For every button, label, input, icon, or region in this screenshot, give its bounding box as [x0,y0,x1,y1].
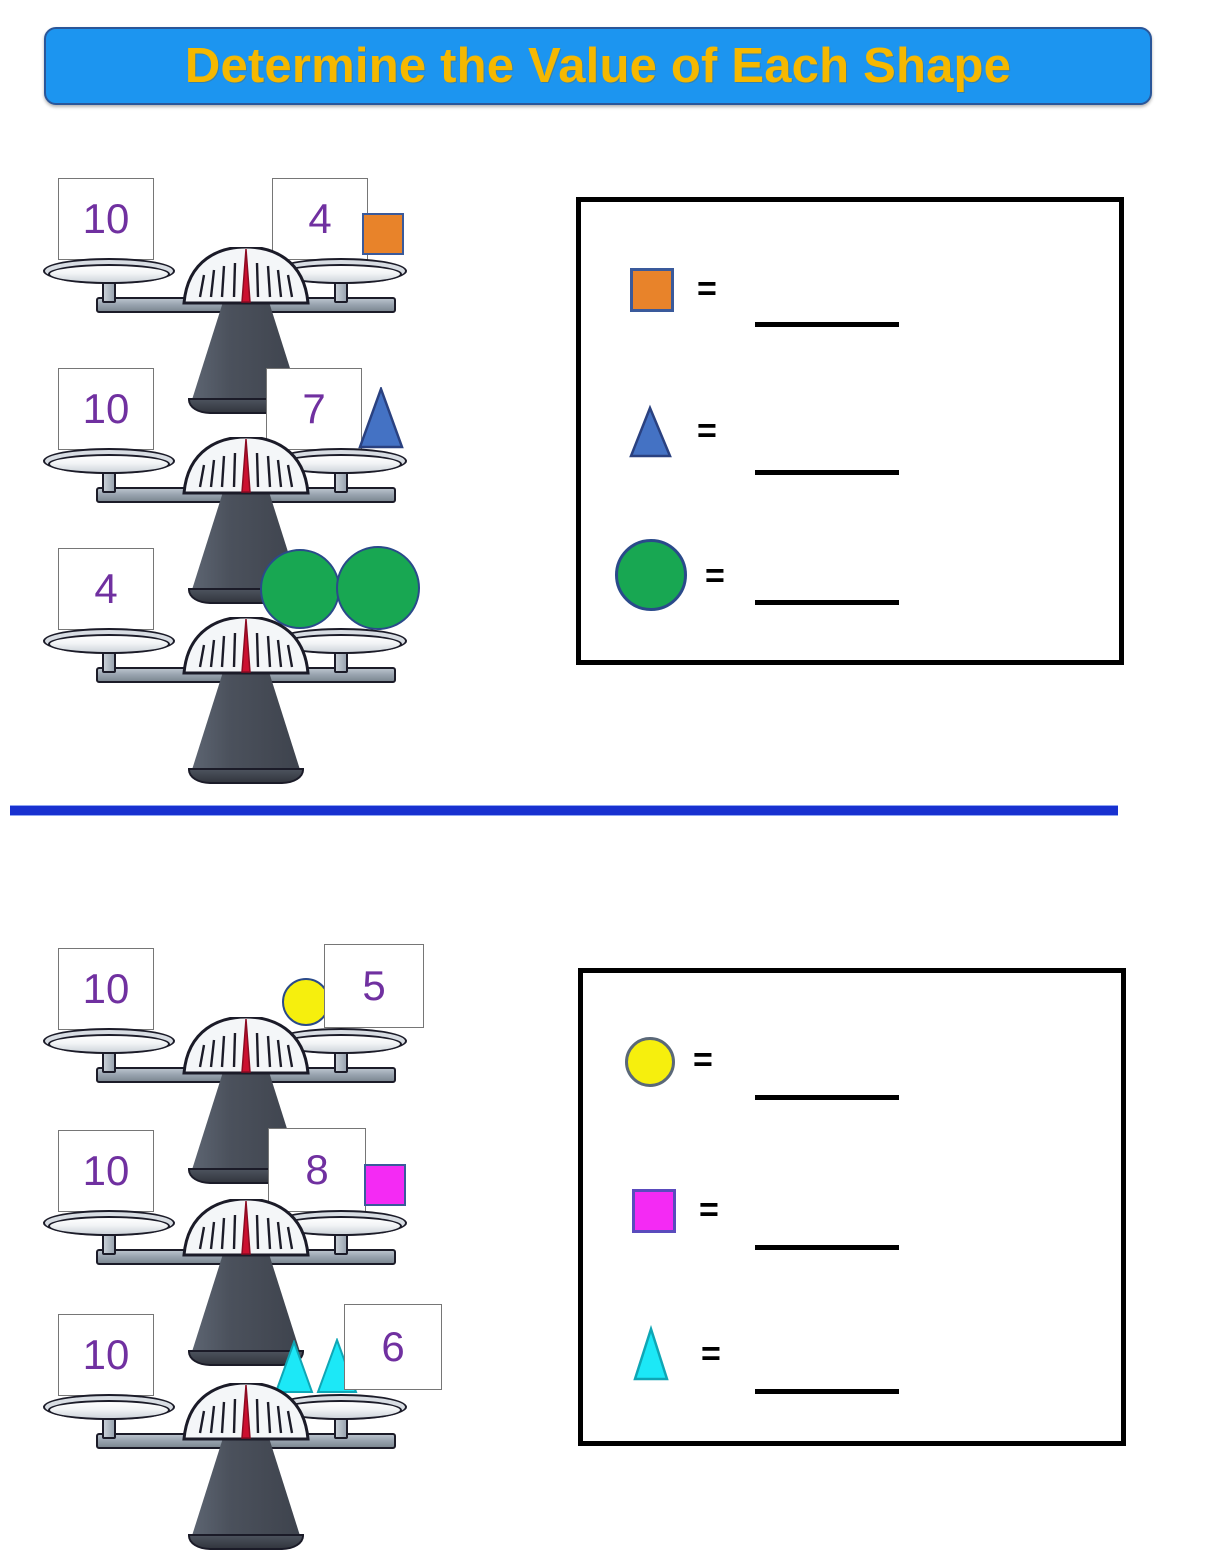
scale-5-left-card: 10 [58,1130,154,1212]
answer-box-section-1: = = = [576,197,1124,665]
magenta-square-icon [627,1181,685,1239]
balance-scale-3: 4 [43,546,464,795]
scale-6-fulcrum [188,1436,304,1554]
scale-2-left-card: 10 [58,368,154,450]
equals-sign: = [699,1191,719,1229]
blue-triangle-on-pan [358,387,404,449]
orange-square-on-pan [362,213,404,255]
answer-blank-cyan-triangle[interactable] [755,1389,899,1394]
answer-blank-orange-square[interactable] [755,322,899,327]
answer-row-blue-triangle: = [625,402,717,460]
magenta-square-on-pan [364,1164,406,1206]
balance-scale-4: 10 5 [43,944,464,1195]
scale-3-left-pan [43,628,175,658]
scale-5-dial-icon [182,1199,310,1257]
scale-2-left-value: 10 [82,385,130,432]
answer-blank-magenta-square[interactable] [755,1245,899,1250]
scale-3-left-value: 4 [94,565,118,612]
scale-4-dial-icon [182,1017,310,1075]
answer-row-green-circle: = [613,537,725,615]
yellow-circle-on-pan [282,978,330,1026]
answer-box-section-2: = = = [578,968,1126,1446]
answer-blank-green-circle[interactable] [755,600,899,605]
scale-6-left-card: 10 [58,1314,154,1396]
scale-1-left-card: 10 [58,178,154,260]
scale-5-left-value: 10 [82,1147,130,1194]
scale-6-right-pan [275,1394,407,1424]
scale-5-left-pan [43,1210,175,1240]
answer-row-orange-square: = [625,260,717,318]
scale-1-left-pan [43,258,175,288]
scale-1-dial-icon [182,247,310,305]
answer-blank-yellow-circle[interactable] [755,1095,899,1100]
scale-1-fulcrum [188,300,304,418]
scale-6-left-value: 10 [82,1331,130,1378]
section-divider [10,805,1118,816]
equals-sign: = [697,412,717,450]
cyan-triangle-on-pan-1 [274,1340,314,1393]
scale-2-left-pan [43,448,175,478]
scale-4-left-card: 10 [58,948,154,1030]
title-banner: Determine the Value of Each Shape [44,27,1152,105]
scale-6-right-card: 6 [344,1304,442,1390]
scale-6-dial-icon [182,1383,310,1441]
scale-3-dial-icon [182,617,310,675]
scale-1-right-value: 4 [308,195,332,242]
equals-sign: = [697,270,717,308]
scale-6-right-value: 6 [381,1323,405,1370]
scale-3-left-card: 4 [58,548,154,630]
answer-blank-blue-triangle[interactable] [755,470,899,475]
cyan-triangle-icon [629,1324,687,1383]
page-title: Determine the Value of Each Shape [184,39,1012,93]
scale-3-fulcrum [188,670,304,788]
equals-sign: = [701,1335,721,1373]
scale-4-right-card: 5 [324,944,424,1028]
scale-1-left-value: 10 [82,195,130,242]
balance-scale-6: 10 6 [43,1304,464,1561]
equals-sign: = [693,1041,713,1079]
green-circle-icon [613,537,691,615]
equals-sign: = [705,557,725,595]
scale-2-dial-icon [182,437,310,495]
balance-scale-1: 10 4 [43,178,464,425]
scale-5-fulcrum [188,1252,304,1370]
answer-row-magenta-square: = [627,1181,719,1239]
scale-4-left-pan [43,1028,175,1058]
scale-4-right-value: 5 [362,962,386,1009]
orange-square-icon [625,260,683,318]
green-circle-on-pan-2 [336,546,420,630]
balance-scale-5: 10 8 [43,1128,464,1377]
yellow-circle-icon [621,1031,679,1089]
answer-row-cyan-triangle: = [629,1324,721,1383]
green-circle-on-pan-1 [260,549,340,629]
scale-5-right-card: 8 [268,1128,366,1212]
scale-2-right-value: 7 [302,385,326,432]
scale-4-left-value: 10 [82,965,130,1012]
answer-row-yellow-circle: = [621,1031,713,1089]
scale-5-right-value: 8 [305,1146,329,1193]
scale-6-left-pan [43,1394,175,1424]
blue-triangle-icon [625,402,683,460]
